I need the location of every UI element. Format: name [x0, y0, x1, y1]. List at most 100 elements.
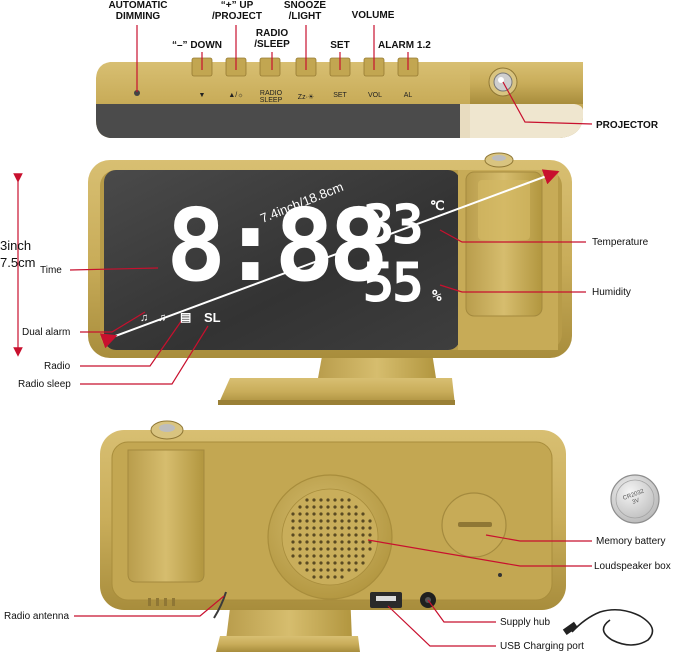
speaker-hole	[298, 561, 302, 565]
speaker-hole	[368, 547, 372, 551]
speaker-hole	[326, 568, 330, 572]
speaker-hole	[326, 540, 330, 544]
speaker-hole	[347, 512, 351, 516]
speaker-hole	[347, 519, 351, 523]
label-radio-sleep-indicator: Radio sleep	[18, 379, 71, 390]
speaker-hole	[319, 554, 323, 558]
speaker-hole	[333, 512, 337, 516]
label-radio-antenna: Radio antenna	[4, 611, 70, 622]
speaker-hole	[354, 533, 358, 537]
speaker-hole	[340, 519, 344, 523]
speaker-hole	[291, 526, 295, 530]
speaker-hole	[298, 512, 302, 516]
speaker-hole	[326, 561, 330, 565]
label-snooze-light: SNOOZE /LIGHT	[283, 0, 327, 22]
speaker-hole	[354, 519, 358, 523]
speaker-hole	[347, 561, 351, 565]
speaker-hole	[305, 519, 309, 523]
speaker-hole	[298, 547, 302, 551]
speaker-hole	[305, 547, 309, 551]
alarm2-bell-icon: ♫	[158, 312, 167, 324]
label-temperature: Temperature	[592, 237, 649, 248]
label-height-cm: 7.5cm	[0, 255, 36, 270]
label-radio-sleep: RADIO /SLEEP	[254, 28, 290, 50]
speaker-hole	[291, 512, 295, 516]
label-projector: PROJECTOR	[596, 120, 659, 131]
speaker-hole	[340, 498, 344, 502]
speaker-hole	[333, 498, 337, 502]
speaker-hole	[340, 554, 344, 558]
speaker-hole	[333, 568, 337, 572]
speaker-hole	[340, 512, 344, 516]
speaker-hole	[347, 554, 351, 558]
speaker-hole	[354, 505, 358, 509]
speaker-hole	[312, 540, 316, 544]
speaker-hole	[305, 498, 309, 502]
speaker-hole	[361, 526, 365, 530]
label-dual-alarm: Dual alarm	[22, 327, 71, 338]
diagonal-arrow	[99, 169, 560, 349]
speaker-hole	[340, 575, 344, 579]
speaker-hole	[312, 512, 316, 516]
speaker-hole	[361, 547, 365, 551]
label-minus-down: “–” DOWN	[172, 40, 222, 51]
speaker-hole	[368, 519, 372, 523]
speaker-hole	[354, 526, 358, 530]
speaker-hole	[319, 568, 323, 572]
speaker-hole	[305, 512, 309, 516]
speaker-hole	[319, 526, 323, 530]
speaker-hole	[319, 540, 323, 544]
speaker-hole	[291, 547, 295, 551]
speaker-hole	[312, 505, 316, 509]
speaker-hole	[354, 512, 358, 516]
speaker-hole	[340, 505, 344, 509]
label-volume: VOLUME	[351, 10, 395, 21]
speaker-hole	[340, 568, 344, 572]
speaker-hole	[298, 505, 302, 509]
speaker-hole	[291, 554, 295, 558]
speaker-hole	[291, 540, 295, 544]
speaker-hole	[305, 526, 309, 530]
speaker-hole	[326, 575, 330, 579]
speaker-hole	[326, 498, 330, 502]
speaker-hole	[298, 519, 302, 523]
speaker-hole	[326, 512, 330, 516]
speaker-hole	[326, 526, 330, 530]
humidity-display: 55	[362, 251, 424, 314]
speaker-hole	[305, 561, 309, 565]
speaker-hole	[319, 505, 323, 509]
alarm1-bell-icon: ♫	[140, 312, 149, 324]
sleep-indicator: SL	[204, 310, 221, 325]
speaker-hole	[312, 533, 316, 537]
speaker-hole	[312, 568, 316, 572]
speaker-hole	[333, 540, 337, 544]
speaker-hole	[319, 498, 323, 502]
speaker-hole	[368, 533, 372, 537]
speaker-hole	[326, 554, 330, 558]
speaker-hole	[340, 540, 344, 544]
speaker-hole	[319, 547, 323, 551]
label-set: SET	[330, 40, 350, 51]
speaker-hole	[340, 547, 344, 551]
label-alarm: ALARM 1.2	[378, 40, 431, 51]
label-usb-charging-port: USB Charging port	[500, 641, 584, 652]
speaker-hole	[347, 568, 351, 572]
label-time: Time	[40, 265, 62, 276]
label-automatic-dimming: AUTOMATIC DIMMING	[108, 0, 168, 22]
speaker-hole	[326, 519, 330, 523]
speaker-hole	[340, 561, 344, 565]
speaker-hole	[319, 519, 323, 523]
speaker-hole	[298, 554, 302, 558]
speaker-hole	[291, 533, 295, 537]
speaker-hole	[340, 533, 344, 537]
speaker-hole	[333, 547, 337, 551]
speaker-hole	[354, 554, 358, 558]
speaker-hole	[347, 547, 351, 551]
top-view	[96, 57, 583, 138]
speaker-hole	[319, 561, 323, 565]
label-supply-hub: Supply hub	[500, 617, 551, 628]
speaker-hole	[361, 561, 365, 565]
speaker-hole	[333, 561, 337, 565]
speaker-hole	[333, 519, 337, 523]
